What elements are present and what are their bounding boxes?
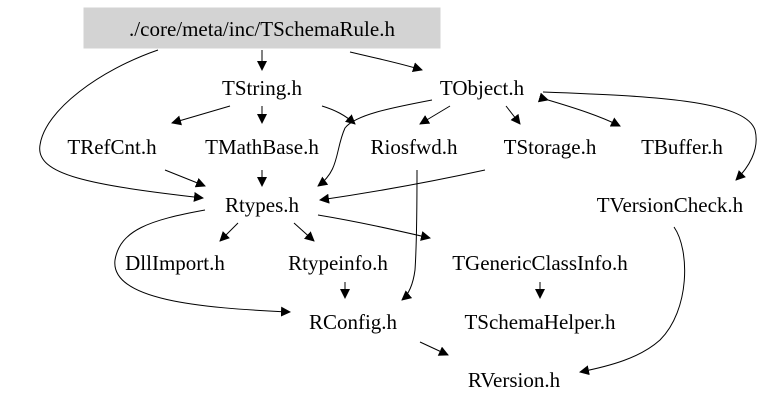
edge-tschemarule-tobject bbox=[349, 51, 423, 73]
edges bbox=[39, 49, 757, 376]
edge-tobject-rtypes bbox=[317, 99, 433, 187]
edge-trefcnt-rtypes bbox=[164, 169, 206, 188]
edge-rtypes-tgenericclassinfo bbox=[317, 214, 431, 241]
edge-rtypes-rconfig bbox=[114, 209, 291, 317]
edge-tversioncheck-rversion bbox=[579, 226, 686, 376]
node-tversioncheck[interactable]: TVersionCheck.h bbox=[597, 193, 744, 217]
edge-rtypes-rtypeinfo bbox=[293, 222, 315, 242]
node-trefcnt[interactable]: TRefCnt.h bbox=[67, 135, 157, 159]
node-tobject[interactable]: TObject.h bbox=[440, 76, 525, 100]
node-tschemarule[interactable]: ./core/meta/inc/TSchemaRule.h bbox=[129, 17, 395, 41]
node-riosfwd[interactable]: Riosfwd.h bbox=[371, 135, 458, 159]
node-tschemahelper[interactable]: TSchemaHelper.h bbox=[464, 310, 616, 334]
node-tmathbase[interactable]: TMathBase.h bbox=[205, 135, 319, 159]
node-dllimport[interactable]: DllImport.h bbox=[125, 251, 225, 275]
root-node-box bbox=[83, 7, 441, 49]
edge-tstring-trefcnt bbox=[171, 105, 231, 126]
node-rconfig[interactable]: RConfig.h bbox=[309, 310, 398, 334]
node-rversion[interactable]: RVersion.h bbox=[468, 368, 561, 392]
edge-riosfwd-rconfig bbox=[401, 169, 418, 301]
edge-tobject-tversioncheck bbox=[542, 91, 757, 181]
edge-rtypes-dllimport bbox=[219, 222, 239, 242]
node-rtypes[interactable]: Rtypes.h bbox=[225, 193, 300, 217]
edge-tschemarule-rtypes bbox=[39, 49, 204, 202]
node-tgenericclassinfo[interactable]: TGenericClassInfo.h bbox=[452, 251, 628, 275]
node-tstring[interactable]: TString.h bbox=[222, 76, 302, 100]
edge-tobject-tstorage bbox=[505, 105, 521, 125]
node-tstorage[interactable]: TStorage.h bbox=[504, 135, 597, 159]
edge-tstring-riosfwd bbox=[321, 105, 356, 125]
node-rtypeinfo[interactable]: Rtypeinfo.h bbox=[288, 251, 388, 275]
edge-tobject-tbuffer bbox=[537, 92, 621, 127]
edge-rconfig-rversion bbox=[419, 341, 449, 356]
nodes: ./core/meta/inc/TSchemaRule.h TString.h … bbox=[67, 7, 744, 392]
edge-tobject-riosfwd bbox=[419, 105, 451, 125]
node-tbuffer[interactable]: TBuffer.h bbox=[641, 135, 723, 159]
edge-tstorage-rtypes bbox=[319, 169, 486, 204]
